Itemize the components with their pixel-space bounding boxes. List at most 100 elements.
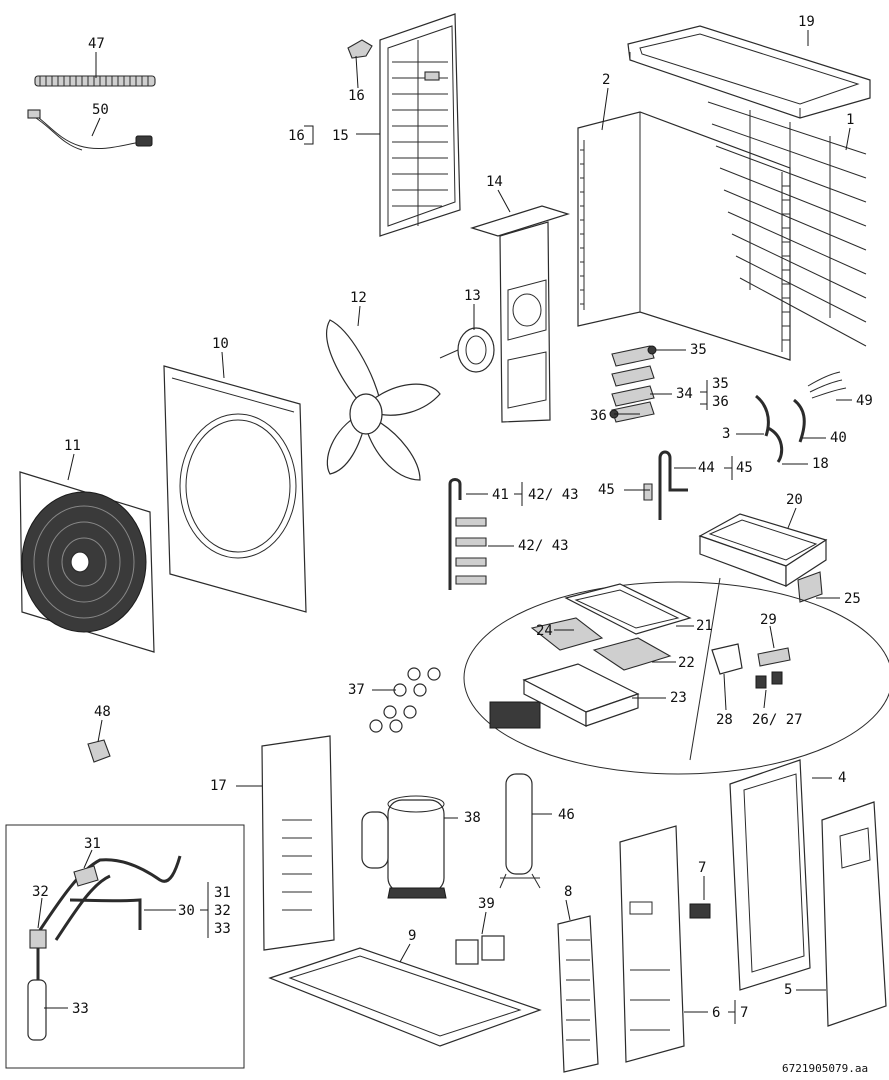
part-46-accumulator	[499, 773, 541, 889]
label-32: 32	[32, 884, 49, 900]
part-5-side-cover	[821, 801, 887, 1027]
label-9: 9	[408, 928, 416, 944]
label-1: 1	[846, 112, 854, 128]
label-36: 36	[590, 408, 607, 424]
part-13-fan-motor	[439, 327, 495, 373]
part-14-motor-bracket	[469, 205, 571, 423]
ref-6-7: 7	[740, 1005, 748, 1021]
detail-oval-control-box	[463, 577, 889, 775]
detail-box-piping	[5, 824, 245, 1069]
part-15-rear-guard	[379, 13, 461, 237]
ref-41-42-43: 42/ 43	[528, 487, 579, 503]
part-49-wires	[807, 371, 847, 399]
part-9-base-plate	[268, 947, 542, 1047]
part-16-clip	[347, 39, 373, 59]
label-50: 50	[92, 102, 109, 118]
label-42-43: 42/ 43	[518, 538, 569, 554]
label-40: 40	[830, 430, 847, 446]
label-14: 14	[486, 174, 503, 190]
label-21: 21	[696, 618, 713, 634]
part-38-compressor	[361, 795, 447, 899]
figure-code: 6721905079.aa	[782, 1062, 868, 1075]
label-7: 7	[698, 860, 706, 876]
label-16: 16	[348, 88, 365, 104]
part-17-side-panel	[261, 735, 335, 951]
label-13: 13	[464, 288, 481, 304]
label-29: 29	[760, 612, 777, 628]
ref-34-36: 36	[712, 394, 729, 410]
part-40-pipe	[793, 398, 806, 443]
label-31: 31	[84, 836, 101, 852]
label-49: 49	[856, 393, 873, 409]
part-45-sensor	[643, 483, 653, 501]
part-10-front-panel	[163, 365, 307, 613]
part-20-control-box	[698, 513, 828, 588]
label-10: 10	[212, 336, 229, 352]
label-2: 2	[602, 72, 610, 88]
label-5: 5	[784, 982, 792, 998]
label-48: 48	[94, 704, 111, 720]
label-38: 38	[464, 810, 481, 826]
label-34: 34	[676, 386, 693, 402]
part-heatsink	[489, 701, 541, 729]
label-11: 11	[64, 438, 81, 454]
label-15: 15	[332, 128, 349, 144]
label-3: 3	[722, 426, 730, 442]
part-21-cover	[564, 583, 692, 635]
part-28-bracket	[711, 643, 743, 675]
part-26-27-filters	[755, 671, 783, 689]
part-3-pipe	[755, 394, 770, 437]
part-39-dampers	[455, 935, 505, 965]
label-12: 12	[350, 290, 367, 306]
part-2-condenser-coil	[577, 111, 791, 361]
part-23-housing	[522, 663, 640, 727]
label-28: 28	[716, 712, 733, 728]
part-29-terminal-strip	[757, 647, 791, 667]
part-11-front-grille	[19, 471, 155, 653]
part-48-fitting	[87, 739, 111, 763]
leader-lines	[37, 30, 852, 1024]
label-26-27: 26/ 27	[752, 712, 803, 728]
part-6-side-panel	[619, 825, 685, 1063]
part-37-nuts	[369, 667, 441, 733]
part-47-cable-strip	[34, 75, 156, 87]
label-19: 19	[798, 14, 815, 30]
label-4: 4	[838, 770, 846, 786]
part-41-pipe	[448, 478, 487, 590]
ref-15-16: 16	[288, 128, 305, 144]
label-25: 25	[844, 591, 861, 607]
part-19-top-cover	[627, 25, 871, 119]
ref-30-32: 32	[214, 903, 231, 919]
part-24-board	[530, 617, 604, 651]
label-41: 41	[492, 487, 509, 503]
label-18: 18	[812, 456, 829, 472]
ref-30-31: 31	[214, 885, 231, 901]
ref-30-33: 33	[214, 921, 231, 937]
part-50-sensor-cable	[27, 109, 153, 151]
label-17: 17	[210, 778, 227, 794]
label-45: 45	[598, 482, 615, 498]
label-39: 39	[478, 896, 495, 912]
part-34-valve-assembly	[609, 345, 657, 423]
label-20: 20	[786, 492, 803, 508]
part-8-panel	[557, 915, 599, 1073]
part-22-board	[592, 637, 672, 671]
ref-44-45: 45	[736, 460, 753, 476]
part-labels: 47 50 16 15 16 19 2 1 14 13 12 10 11 35 …	[32, 14, 873, 1075]
label-22: 22	[678, 655, 695, 671]
part-44-pipe	[658, 450, 688, 520]
part-18-pipe	[767, 426, 784, 463]
label-23: 23	[670, 690, 687, 706]
part-7-handle	[689, 903, 711, 919]
part-1-wire-guard	[707, 101, 867, 347]
label-8: 8	[564, 884, 572, 900]
part-12-propeller	[326, 319, 441, 481]
label-6: 6	[712, 1005, 720, 1021]
label-30: 30	[178, 903, 195, 919]
label-46: 46	[558, 807, 575, 823]
part-4-frame	[729, 759, 811, 991]
ref-34-35: 35	[712, 376, 729, 392]
label-37: 37	[348, 682, 365, 698]
part-25-terminal	[797, 571, 823, 603]
